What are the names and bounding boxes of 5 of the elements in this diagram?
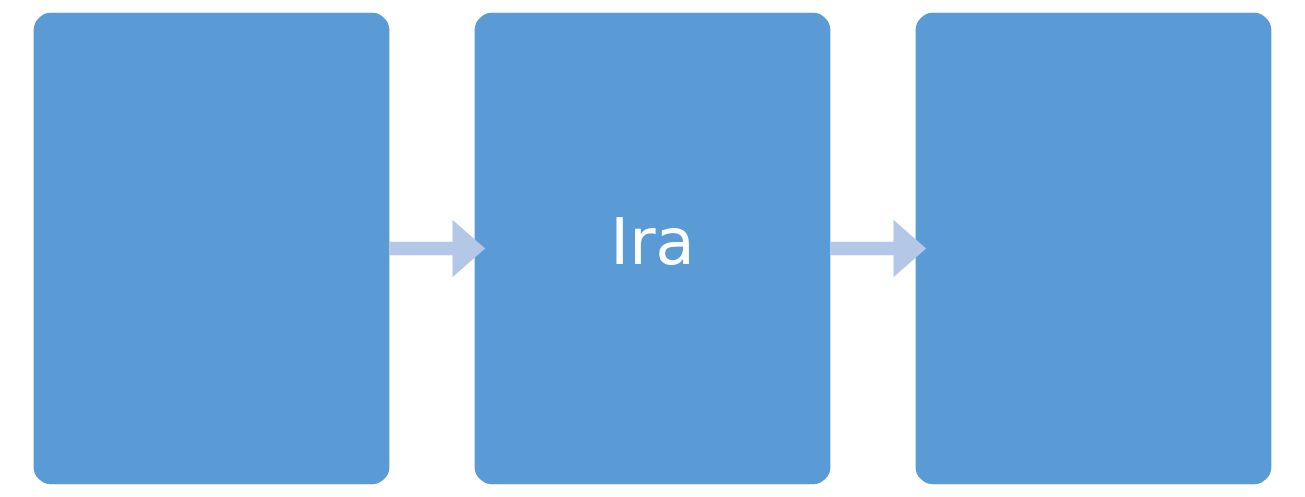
node-box: Ira (474, 12, 831, 485)
node-box (915, 12, 1272, 485)
arrow (830, 219, 927, 278)
arrow (389, 219, 486, 278)
node-box (33, 12, 390, 485)
